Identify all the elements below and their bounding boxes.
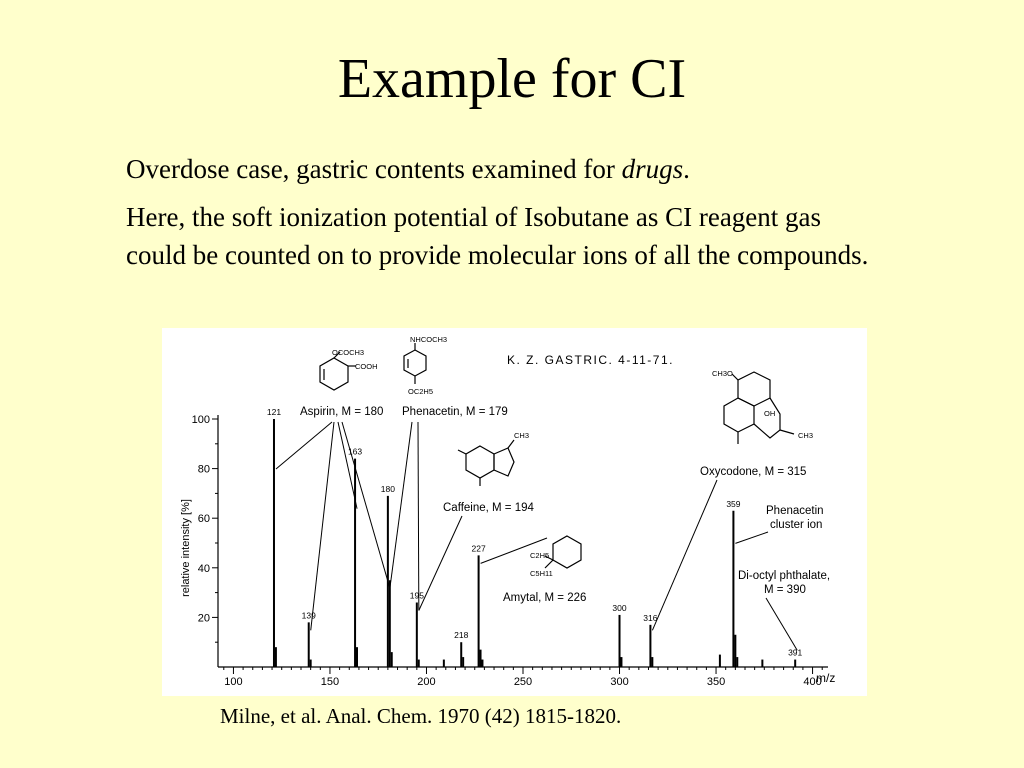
oxycodone-structure-drawing bbox=[723, 371, 795, 444]
aspirin-substituent-1: OCOCH3 bbox=[332, 348, 364, 357]
peak-label-195: 195 bbox=[410, 591, 424, 601]
aspirin-structure-drawing bbox=[319, 351, 356, 391]
x-tick-label: 150 bbox=[321, 676, 339, 688]
peak-label-180: 180 bbox=[381, 484, 395, 494]
peak-label-121: 121 bbox=[267, 407, 281, 417]
x-tick-label: 300 bbox=[610, 676, 628, 688]
bullet-1-emphasis: drugs bbox=[621, 154, 684, 184]
leader-line bbox=[651, 479, 718, 631]
slide-title: Example for CI bbox=[337, 48, 687, 110]
x-tick-label: 350 bbox=[707, 676, 725, 688]
peak-label-316: 316 bbox=[643, 613, 657, 623]
phenacetin-substituent-1: NHCOCH3 bbox=[410, 335, 447, 344]
peak-label-391: 391 bbox=[788, 648, 802, 658]
peak-label-163: 163 bbox=[348, 447, 362, 457]
caffeine-structure-drawing bbox=[457, 439, 515, 486]
citation: Milne, et al. Anal. Chem. 1970 (42) 1815… bbox=[220, 704, 622, 728]
annotation-amytal: Amytal, M = 226 bbox=[503, 592, 586, 604]
bullet-1: Overdose case, gastric contents examined… bbox=[126, 150, 886, 188]
amytal-substituent-1: C2H5 bbox=[530, 551, 549, 560]
oxycodone-substituent-2: OH bbox=[764, 409, 775, 418]
y-tick-label: 20 bbox=[198, 612, 210, 624]
caffeine-substituent: CH3 bbox=[514, 431, 529, 440]
phenacetin-structure-drawing bbox=[403, 343, 427, 384]
amytal-structure-drawing bbox=[544, 535, 582, 569]
annotation-oxycodone: Oxycodone, M = 315 bbox=[700, 466, 806, 478]
phenacetin-substituent-2: OC2H5 bbox=[408, 387, 433, 396]
leader-line bbox=[418, 515, 463, 611]
x-tick-label: 200 bbox=[417, 676, 435, 688]
aspirin-substituent-2: COOH bbox=[355, 362, 378, 371]
leader-line bbox=[735, 531, 769, 544]
peak-label-227: 227 bbox=[472, 543, 486, 553]
annotation-dioctyl-phthalate: Di-octyl phthalate,M = 390 bbox=[738, 570, 830, 596]
bullet-2: Here, the soft ionization potential of I… bbox=[126, 202, 869, 270]
x-tick-label: 400 bbox=[803, 676, 821, 688]
y-tick-label: 80 bbox=[198, 464, 210, 476]
oxycodone-substituent-3: CH3 bbox=[798, 431, 813, 440]
bullet-1-end: . bbox=[683, 154, 690, 184]
y-tick-label: 40 bbox=[198, 563, 210, 575]
bullet-1-text: Overdose case, gastric contents examined… bbox=[126, 154, 622, 184]
leader-line bbox=[417, 421, 420, 611]
leader-line bbox=[480, 537, 548, 564]
x-tick-label: 100 bbox=[224, 676, 242, 688]
y-axis-label: relative intensity [%] bbox=[180, 499, 192, 597]
leader-line bbox=[275, 421, 333, 470]
annotation-phenacetin: Phenacetin, M = 179 bbox=[402, 406, 508, 418]
y-tick-label: 60 bbox=[198, 513, 210, 525]
peak-label-359: 359 bbox=[726, 499, 740, 509]
x-axis-label: m/z bbox=[816, 671, 835, 685]
leader-line bbox=[765, 597, 798, 651]
chart-annotation-leaders bbox=[275, 421, 798, 651]
y-tick-label: 100 bbox=[192, 414, 210, 426]
chart-peak-labels: 121 139 163 180 195 218 227 300 316 359 391 bbox=[267, 407, 803, 658]
annotation-caffeine: Caffeine, M = 194 bbox=[443, 502, 534, 514]
leader-line bbox=[310, 421, 335, 631]
peak-label-300: 300 bbox=[612, 603, 626, 613]
peak-label-218: 218 bbox=[454, 630, 468, 640]
chart-axes: 100 150 200 250 300 350 400 20 40 60 80 100 bbox=[192, 414, 828, 688]
peak-label-139: 139 bbox=[302, 610, 316, 620]
leader-line bbox=[341, 421, 391, 589]
oxycodone-substituent-1: CH3O bbox=[712, 369, 733, 378]
leader-line bbox=[389, 421, 413, 589]
x-tick-label: 250 bbox=[514, 676, 532, 688]
slide-body: Overdose case, gastric contents examined… bbox=[126, 150, 886, 284]
chart-title: K. Z. GASTRIC. 4-11-71. bbox=[507, 353, 674, 367]
chart-peaks bbox=[272, 419, 797, 667]
amytal-substituent-2: C5H11 bbox=[530, 569, 553, 578]
annotation-aspirin: Aspirin, M = 180 bbox=[300, 406, 383, 418]
leader-line bbox=[337, 421, 358, 509]
